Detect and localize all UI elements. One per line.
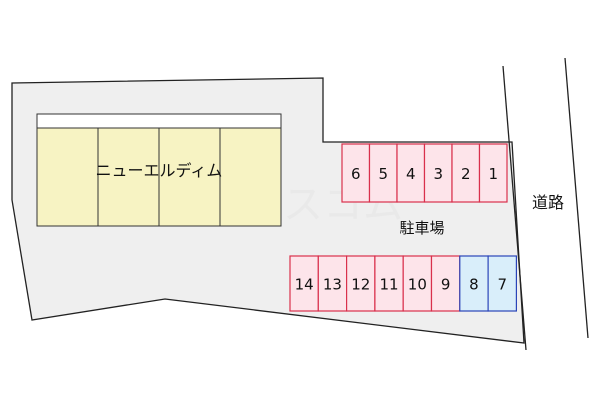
parking-space-box xyxy=(396,143,426,203)
parking-space-number: 2 xyxy=(461,165,471,183)
parking-space: 11 xyxy=(374,255,404,312)
parking-space-number: 6 xyxy=(351,165,361,183)
parking-space-number: 14 xyxy=(295,276,314,294)
parking-space: 2 xyxy=(451,143,481,203)
parking-space: 8 xyxy=(459,255,489,312)
road-edge-left xyxy=(502,65,527,351)
parking-space-box xyxy=(289,255,319,312)
parking-space-number: 3 xyxy=(433,165,443,183)
parking-space: 9 xyxy=(430,255,461,312)
parking-space: 1 xyxy=(478,143,508,203)
parking-space-box xyxy=(374,255,404,312)
parking-space: 12 xyxy=(346,255,376,312)
parking-label: 駐車場 xyxy=(399,219,444,237)
parking-space: 6 xyxy=(341,143,371,203)
parking-space-box xyxy=(451,143,481,203)
parking-space-number: 13 xyxy=(323,276,342,294)
parking-space-box xyxy=(346,255,376,312)
parking-space: 5 xyxy=(368,143,398,203)
parking-space-box xyxy=(487,255,518,312)
road-edge-right xyxy=(564,57,589,339)
parking-space-box xyxy=(368,143,398,203)
parking-space: 4 xyxy=(396,143,426,203)
parking-space-box xyxy=(423,143,453,203)
parking-space-number: 11 xyxy=(380,276,399,294)
parking-space: 3 xyxy=(423,143,453,203)
parking-space-number: 10 xyxy=(408,276,427,294)
parking-space-number: 4 xyxy=(406,165,416,183)
parking-space-number: 8 xyxy=(469,276,479,294)
building: ニューエルディム xyxy=(36,113,282,227)
parking-space: 13 xyxy=(317,255,348,312)
building-name: ニューエルディム xyxy=(96,161,223,180)
parking-space-number: 7 xyxy=(497,276,507,294)
parking-space-number: 5 xyxy=(378,165,388,183)
parking-space-number: 9 xyxy=(441,276,451,294)
parking-space-number: 12 xyxy=(351,276,370,294)
parking-space-box xyxy=(478,143,508,203)
parking-space: 14 xyxy=(289,255,319,312)
building-roof-band xyxy=(36,113,282,129)
parking-space-box xyxy=(459,255,489,312)
parking-space-number: 1 xyxy=(488,165,498,183)
parking-space: 10 xyxy=(402,255,433,312)
road-label: 道路 xyxy=(532,193,564,212)
parking-space: 7 xyxy=(487,255,518,312)
parking-space-box xyxy=(402,255,433,312)
